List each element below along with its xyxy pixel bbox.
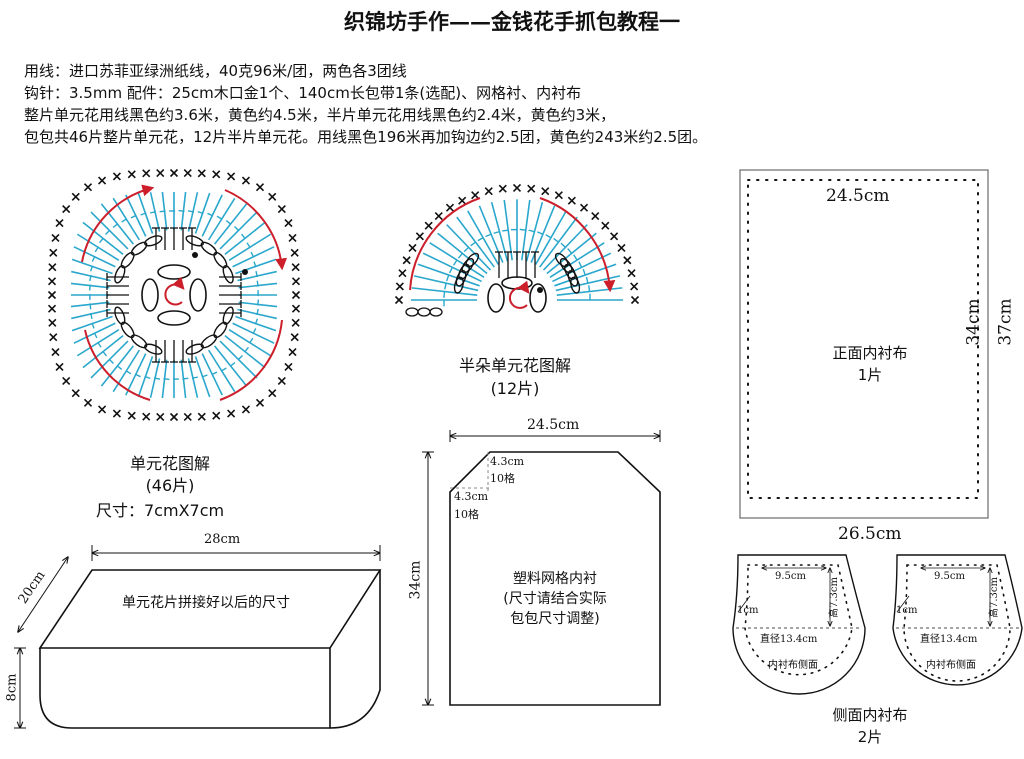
side-right-height: 高7.3cm xyxy=(989,577,1000,618)
round-arrow-top-left xyxy=(81,184,155,263)
corner-h-rows: 10格 xyxy=(454,508,479,521)
half-flower-count: (12片) xyxy=(490,379,540,398)
bag-width: 28cm xyxy=(204,532,241,547)
unit-flower-count: (46片) xyxy=(145,476,195,495)
side-right-margin: 1cm xyxy=(896,605,918,616)
front-outer-width: 26.5cm xyxy=(838,524,902,544)
side-left-diameter: 直径13.4cm xyxy=(760,634,818,645)
unit-flower-stitch-rays xyxy=(70,191,278,399)
side-left-label: 内衬布侧面 xyxy=(768,660,818,671)
mesh-label-2: (尺寸请结合实际 xyxy=(503,591,607,607)
mesh-height: 34cm xyxy=(407,560,424,600)
front-inner-width: 24.5cm xyxy=(826,186,890,206)
side-left-width: 9.5cm xyxy=(775,571,806,582)
front-outer-height: 37cm xyxy=(995,298,1016,346)
corner-v-value: 4.3cm xyxy=(490,455,525,468)
side-left-height: 高7.3cm xyxy=(829,577,840,618)
side-lining-left xyxy=(732,554,866,695)
mesh-lining-diagram xyxy=(422,430,661,706)
half-round-arrow-right xyxy=(539,197,616,293)
front-lining-label: 正面内衬布 xyxy=(832,344,908,362)
front-lining-count: 1片 xyxy=(857,366,883,384)
corner-v-rows: 10格 xyxy=(490,472,515,485)
unit-flower-size: 尺寸：7cmX7cm xyxy=(96,501,225,520)
mesh-label-3: 包包尺寸调整) xyxy=(510,611,600,627)
unit-flower-x-stitches xyxy=(47,168,301,422)
mesh-width: 24.5cm xyxy=(527,417,580,433)
side-left-margin: 1cm xyxy=(737,605,759,616)
side-right-diameter: 直径13.4cm xyxy=(920,634,978,645)
front-inner-height: 34cm xyxy=(963,298,984,346)
join-dot xyxy=(192,252,198,258)
center-ring-arrow xyxy=(164,276,185,306)
round-arrow-bottom-right xyxy=(219,319,283,401)
bag-box-diagram xyxy=(14,545,382,729)
half-round-arrow-left xyxy=(409,197,481,291)
materials-line-2: 钩针：3.5mm 配件：25cm木口金1个、140cm长包带1条(选配)、网格衬… xyxy=(24,84,582,102)
side-lining-right xyxy=(892,554,1023,686)
page-title: 织锦坊手作——金钱花手抓包教程一 xyxy=(344,9,680,34)
bag-height: 8cm xyxy=(4,673,20,702)
materials-line-3: 整片单元花用线黑色约3.6米，黄色约4.5米，半片单元花用线黑色约2.4米，黄色… xyxy=(24,106,616,124)
side-right-label: 内衬布侧面 xyxy=(926,660,976,671)
half-flower-caption: 半朵单元花图解 xyxy=(458,356,571,375)
unit-flower-caption: 单元花图解 xyxy=(129,454,210,473)
round-arrow-bottom-left xyxy=(84,329,151,401)
front-lining-diagram xyxy=(739,169,989,519)
bag-label: 单元花片拼接好以后的尺寸 xyxy=(122,595,290,611)
half-flower-chart xyxy=(394,183,640,317)
materials-line-1: 用线：进口苏菲亚绿洲纸线，40克96米/团，两色各3团线 xyxy=(24,62,407,80)
side-lining-count: 2片 xyxy=(857,728,883,746)
materials-line-4: 包包共46片整片单元花，12片半片单元花。用线黑色196米再加钩边约2.5团，黄… xyxy=(24,128,708,146)
side-right-width: 9.5cm xyxy=(934,571,965,582)
start-dot xyxy=(242,269,248,275)
unit-flower-chart xyxy=(47,168,301,422)
unit-flower-chain-petals xyxy=(106,227,242,363)
mesh-label-1: 塑料网格内衬 xyxy=(513,571,597,587)
round-arrow-top-right xyxy=(224,189,288,271)
side-lining-caption: 侧面内衬布 xyxy=(832,706,908,724)
corner-h-value: 4.3cm xyxy=(454,490,489,503)
